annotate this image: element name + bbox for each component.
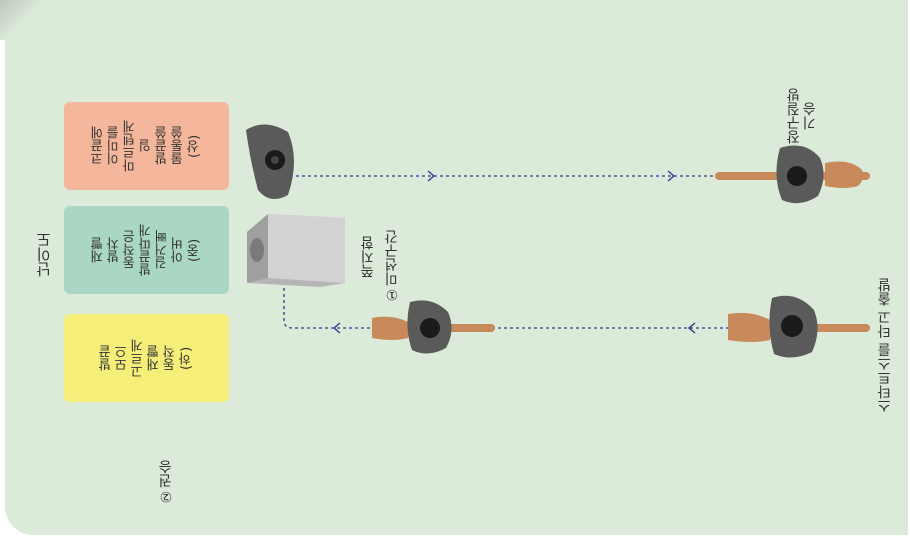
rider-top-left [246, 124, 294, 199]
rider-bottom-right [728, 296, 870, 358]
rider-bottom-middle [372, 300, 495, 353]
direction-arrows [334, 171, 695, 333]
rider-top-right [715, 146, 870, 204]
mailbox-obstacle [247, 214, 345, 287]
course-path [284, 176, 735, 328]
